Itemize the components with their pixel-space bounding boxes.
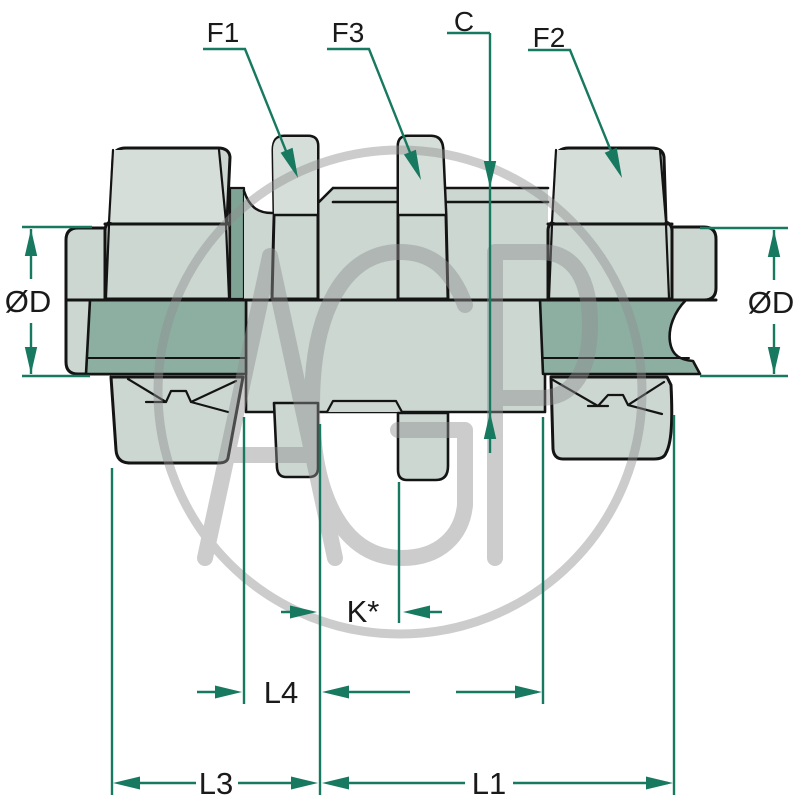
l4-arrow-right-inner (515, 685, 542, 699)
right-nut-cutaway-lines (551, 378, 666, 416)
body-bottom-step (325, 399, 404, 414)
f2-leader-line (528, 48, 615, 157)
watermark-letter-a (197, 248, 343, 566)
od-right-extension-lines (700, 226, 788, 378)
left-nut-facet-lines (104, 148, 231, 300)
left-nut-cutaway-lines (126, 377, 238, 414)
callout-label-c: C (454, 6, 474, 37)
body-lower (246, 299, 545, 412)
watermark-letter-p (487, 244, 598, 566)
f3-leader-line (327, 47, 415, 161)
watermark-letter-g (304, 244, 473, 566)
left-nut-bottom (109, 375, 245, 465)
l4-arrow-left (322, 685, 349, 699)
dimension-label-l1: L1 (472, 766, 506, 800)
l4-arrow-right-outer (215, 685, 242, 699)
shading-band-right (538, 298, 702, 376)
od-right-arrow-down (767, 347, 781, 374)
c-dimension-line (447, 31, 492, 453)
neck-fill (244, 192, 272, 299)
l1-arrow-right (646, 776, 673, 790)
dimension-label-od-left: ØD (5, 284, 52, 319)
f1-leader-line (203, 47, 292, 162)
right-nut-facet-lines (547, 148, 671, 300)
callout-label-f3: F3 (332, 17, 365, 48)
l1-arrow-left (322, 776, 349, 790)
callout-label-f2: F2 (533, 22, 566, 53)
l3-arrow-right (291, 776, 318, 790)
right-tube-stub (670, 225, 718, 302)
f3-hex-bottom (396, 411, 450, 482)
f2-leader-arrowhead (604, 147, 622, 178)
c-arrow-up (483, 412, 497, 439)
neck-fillet-curve (242, 189, 274, 215)
dimension-label-k: K* (347, 594, 380, 629)
od-left-arrow-down (24, 347, 38, 374)
od-left-arrow-up (24, 229, 38, 256)
f1-leader-arrowhead (280, 147, 298, 178)
k-arrow-right (290, 605, 317, 619)
watermark-circle (153, 145, 647, 639)
left-nut-top-face (109, 150, 226, 222)
label-layer: F1 F3 C F2 ØD ØD K* L4 L3 L1 (5, 6, 795, 800)
dimension-label-l4: L4 (264, 675, 298, 710)
callout-label-f1: F1 (207, 17, 240, 48)
watermark (153, 145, 647, 639)
k-arrow-left (403, 605, 430, 619)
dimension-layer (22, 31, 788, 795)
od-right-arrow-up (767, 230, 781, 257)
f3-leader-arrowhead (403, 149, 421, 180)
od-left-extension-lines (22, 225, 92, 378)
c-arrow-down (483, 161, 497, 188)
l3-arrow-left (113, 776, 140, 790)
dimension-label-l3: L3 (199, 766, 233, 800)
f1-hex-bottom (272, 401, 320, 479)
dimension-label-od-right: ØD (748, 285, 795, 320)
right-nut-top-face (552, 150, 666, 222)
